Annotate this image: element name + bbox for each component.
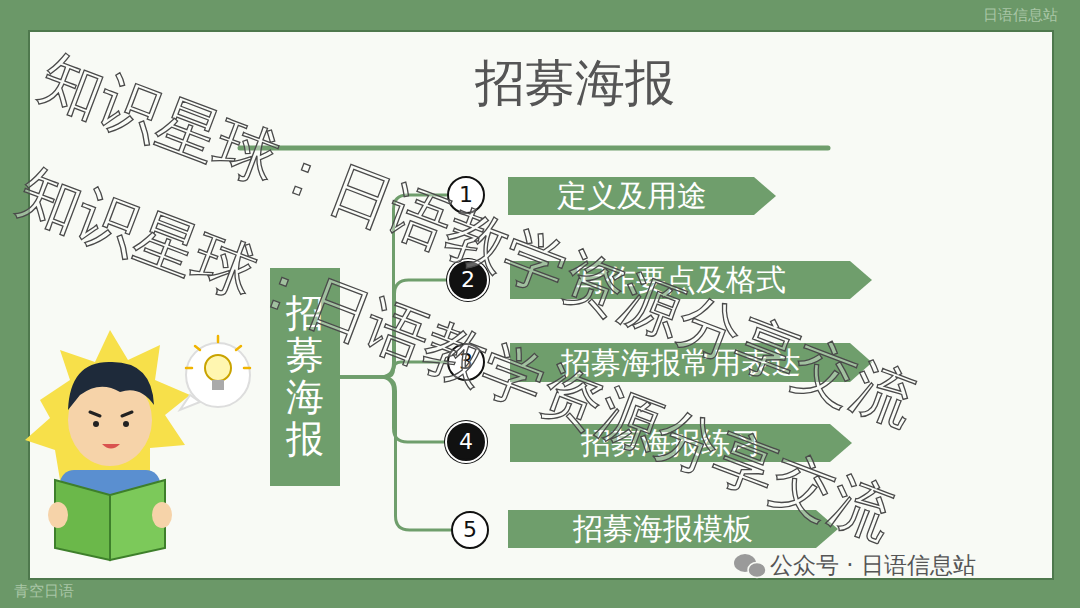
brace-connector bbox=[340, 377, 451, 530]
callout-number: 4 bbox=[459, 431, 473, 453]
corner-mark: 日语信息站 bbox=[983, 6, 1058, 25]
wechat-icon bbox=[734, 554, 766, 578]
account-name: 公众号 · 日语信息站 bbox=[770, 550, 976, 581]
number-circle: 5 bbox=[451, 511, 489, 549]
reader-illustration bbox=[25, 330, 190, 560]
corner-mark: 青空日语 bbox=[14, 582, 74, 601]
callout-number: 5 bbox=[463, 519, 477, 541]
lightbulb-bubble bbox=[180, 336, 250, 410]
band-fill bbox=[508, 177, 776, 215]
number-circle: 4 bbox=[447, 423, 485, 461]
item-label: 招募海报模板 bbox=[573, 514, 753, 544]
item-band: 定义及用途 bbox=[508, 177, 776, 215]
item-label: 定义及用途 bbox=[557, 181, 707, 211]
